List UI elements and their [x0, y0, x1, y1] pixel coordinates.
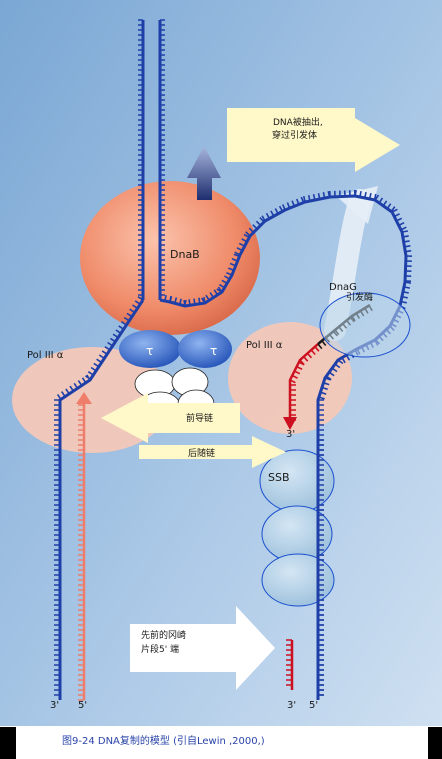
- lagging-template-front-rungs: [318, 439, 324, 696]
- leading-template-rungs: [54, 296, 144, 696]
- leading-strand-arrowhead: [76, 392, 92, 404]
- extruded-label-1: DNA被抽出,: [273, 116, 323, 128]
- end-3-mid: 3': [286, 429, 295, 440]
- end-3-left: 3': [50, 700, 59, 711]
- caption-bar-right: [428, 727, 442, 759]
- caption-bar-left: [0, 727, 16, 759]
- ssb-label: SSB: [268, 471, 290, 484]
- dnag-primase: [319, 292, 411, 358]
- pol3-right-label: Pol III α: [246, 340, 283, 351]
- parental-strand-left-rungs: [138, 19, 143, 296]
- ssb-protein: [261, 553, 335, 607]
- previous-okazaki-fragment-rungs: [286, 639, 292, 686]
- lagging-label: 后随链: [188, 447, 215, 459]
- lagging-strand-arrowhead: [283, 417, 297, 430]
- okazaki-label-1: 先前的冈崎: [141, 629, 186, 641]
- end-3-right: 3': [287, 700, 296, 711]
- extruded-label-2: 穿过引发体: [272, 129, 317, 141]
- dnag-label: DnaG: [329, 282, 357, 293]
- leading-new-strand-rungs: [78, 404, 84, 701]
- up-arrow-icon: [187, 146, 221, 200]
- lagging-arrow: [139, 436, 286, 468]
- okazaki-arrow: [130, 606, 275, 690]
- dnab-label: DnaB: [170, 248, 200, 261]
- extruded-arrow: [227, 108, 400, 172]
- leading-label: 前导链: [186, 412, 213, 424]
- okazaki-label-2: 片段5' 端: [141, 643, 179, 655]
- pol3-left-label: Pol III α: [27, 350, 64, 361]
- tau-left-label: τ: [146, 344, 153, 358]
- leading-arrow: [101, 393, 240, 443]
- figure-caption: 图9-24 DNA复制的模型 (引自Lewin ,2000,): [62, 734, 265, 747]
- end-5-right: 5': [309, 700, 318, 711]
- tau-right: [178, 330, 232, 368]
- primase-label: 引发酶: [346, 291, 373, 303]
- end-5-left: 5': [78, 700, 87, 711]
- caption-band: [0, 726, 442, 759]
- tau-left: [119, 330, 181, 368]
- parental-strand-right-rungs: [160, 19, 165, 296]
- tau-right-label: τ: [210, 344, 217, 358]
